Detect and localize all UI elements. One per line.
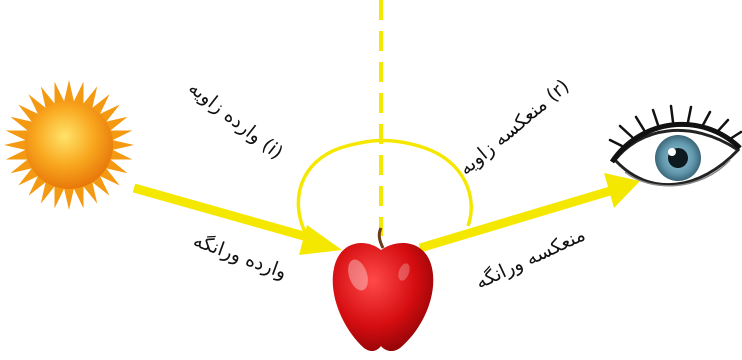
reflected-ray-label: منعکسه ورانگه — [472, 223, 589, 294]
reflected-angle-label: منعکسه زاویه (r) — [455, 75, 574, 180]
sun-icon — [4, 80, 134, 210]
angle-arc — [298, 141, 471, 233]
incident-ray-label: وارده ورانگه — [190, 228, 290, 283]
sun-core — [25, 101, 113, 189]
eye-icon — [610, 106, 741, 186]
reflected-ray-arrow — [420, 173, 640, 248]
incident-angle-label: وارده زاویه (i) — [184, 77, 287, 164]
apple-icon — [333, 228, 434, 351]
